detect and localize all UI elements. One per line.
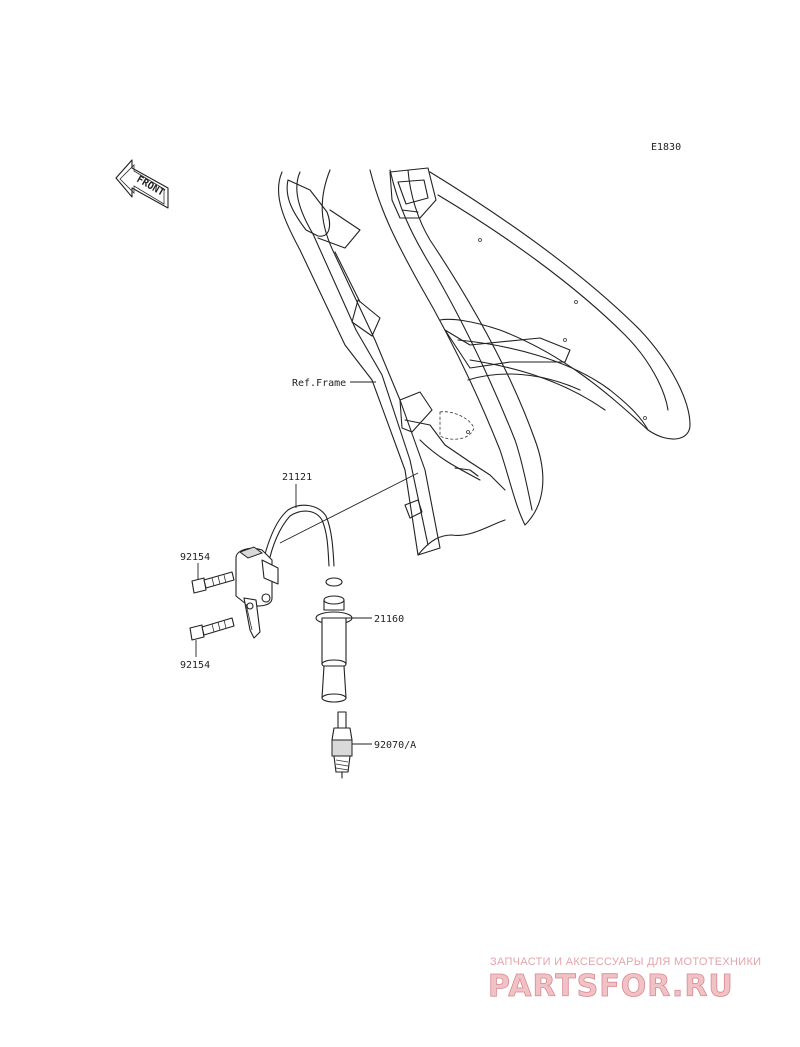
bolt-upper-label: 92154 [180,552,210,563]
ref-frame-label: Ref.Frame [292,378,346,389]
plug-cap-label: 21160 [374,614,404,625]
front-arrow-icon: FRONT [115,159,169,209]
diagram-code: E1830 [651,142,681,153]
bolt-lower [189,617,235,641]
bolt-upper [191,571,235,594]
ignition-coil [235,472,419,639]
spark-plug [331,711,353,779]
watermark-tagline: ЗАПЧАСТИ И АКСЕССУАРЫ ДЛЯ МОТОТЕХНИКИ [490,956,761,968]
bolt-lower-label: 92154 [180,660,210,671]
coil-cable-label: 21121 [282,472,312,483]
watermark-logo: ЗАПЧАСТИ И АКСЕССУАРЫ ДЛЯ МОТОТЕХНИКИ PA… [488,956,761,1004]
frame-outline [278,167,691,556]
plug-cap [315,577,353,703]
watermark-brand: PARTSFOR.RU [488,969,734,1004]
spark-plug-label: 92070/A [374,740,416,751]
